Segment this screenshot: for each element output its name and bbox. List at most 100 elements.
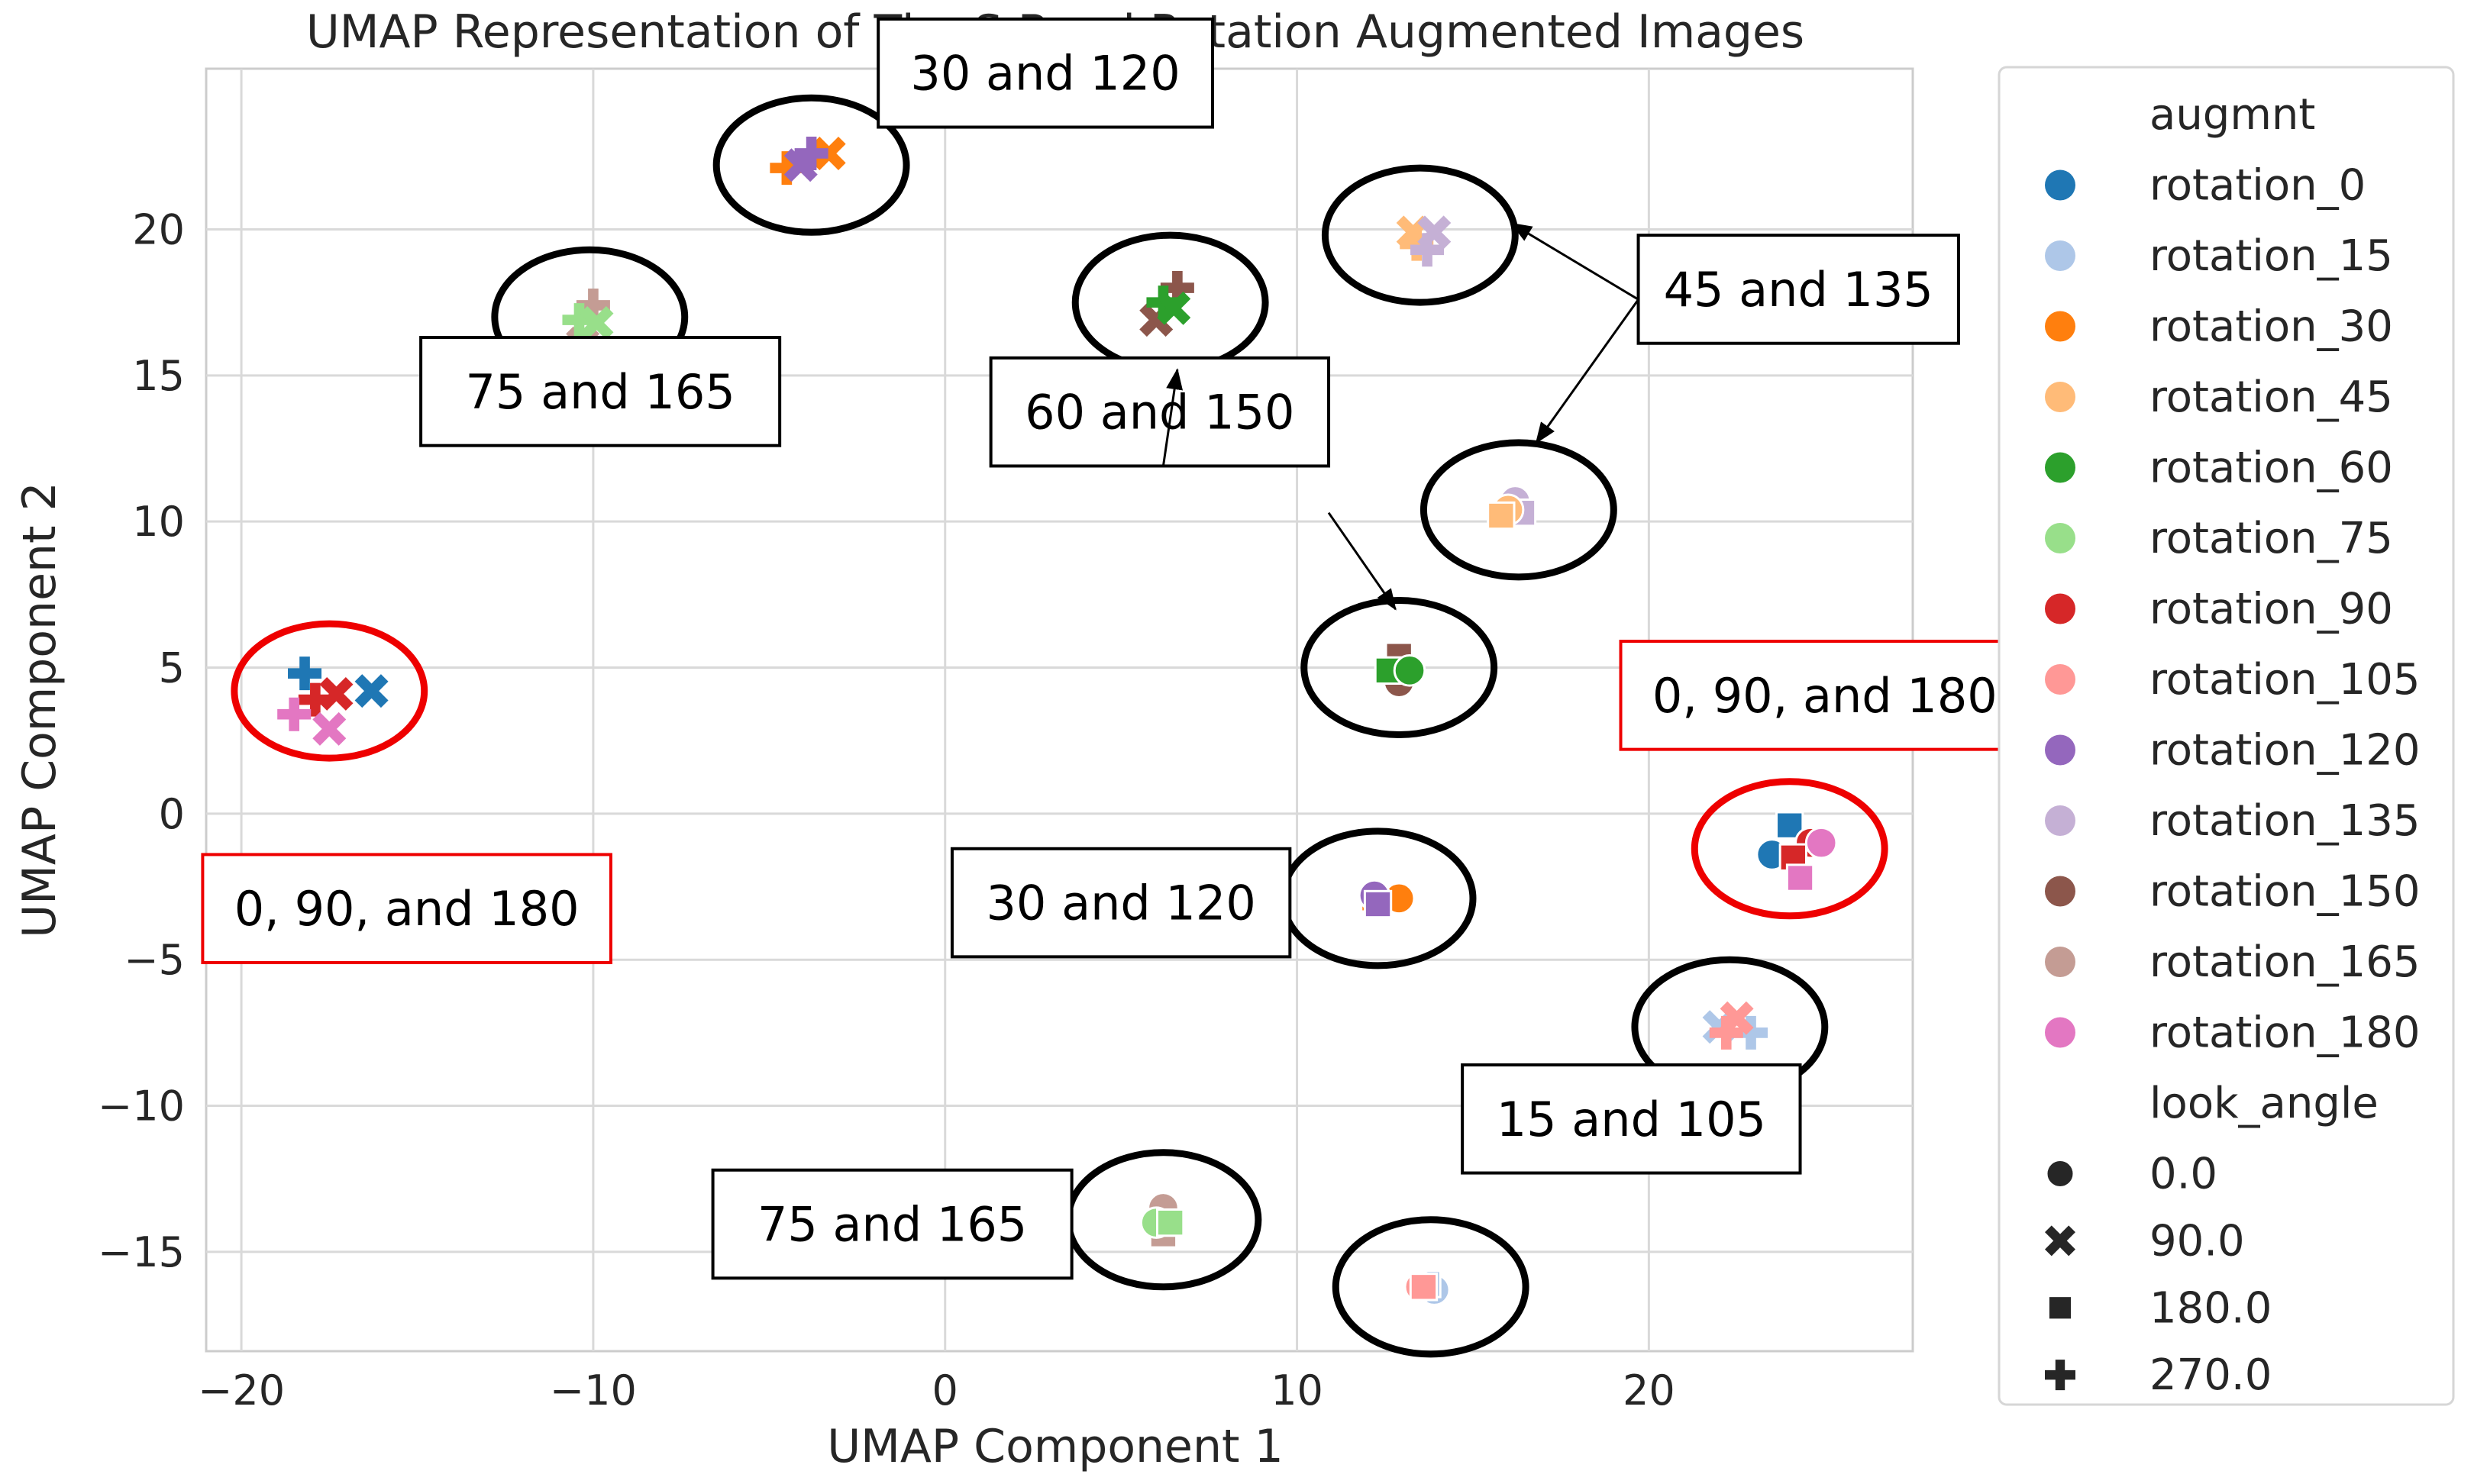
annotation-label: 0, 90, and 180	[1652, 668, 1998, 724]
x-stroke	[580, 305, 614, 340]
data-point-rotation_180-x	[312, 711, 347, 746]
x-stroke	[354, 674, 389, 708]
legend-swatch	[2045, 382, 2075, 412]
plus-stroke	[288, 657, 322, 691]
annotation-arrow	[1327, 511, 1397, 611]
x-stroke	[319, 676, 354, 711]
legend-label: rotation_165	[2149, 937, 2420, 987]
y-tick-label: 10	[132, 498, 185, 546]
annotation-ellipse	[1691, 778, 1888, 920]
legend-label: 180.0	[2149, 1283, 2272, 1333]
annotation-label: 45 and 135	[1664, 262, 1933, 318]
x-tick-label: −10	[550, 1366, 637, 1415]
annotation-box	[1636, 234, 1960, 345]
legend-marker-x	[2045, 1225, 2075, 1257]
legend-item-rotation-45: rotation_45	[2045, 373, 2393, 422]
legend-swatch	[2045, 734, 2075, 766]
legend-hue-title: augmnt	[2149, 90, 2315, 140]
x-stroke	[783, 148, 818, 182]
annotation-box	[201, 853, 612, 965]
legend-item-rotation-135: rotation_135	[2045, 796, 2420, 846]
legend-marker-plus	[2045, 1360, 2075, 1391]
y-tick-label: 20	[132, 205, 185, 253]
x-tick-label: 0	[932, 1366, 958, 1415]
x-axis-label: UMAP Component 1	[827, 1420, 1284, 1473]
annotation-arrow	[1535, 298, 1639, 444]
legend-item-look-angle: 270.0	[2045, 1350, 2272, 1400]
data-point-rotation_75-x	[580, 305, 614, 340]
legend-item-rotation-60: rotation_60	[2045, 444, 2393, 493]
y-tick-label: −15	[98, 1228, 185, 1276]
x-tick-label: 10	[1271, 1366, 1323, 1415]
data-point-rotation_120-square	[1363, 889, 1393, 919]
annotation-label: 75 and 165	[757, 1197, 1027, 1253]
annotation-ellipse	[1300, 596, 1498, 739]
x-stroke	[1157, 291, 1191, 325]
legend-item-look-angle: 0.0	[2045, 1150, 2217, 1199]
x-stroke	[1720, 1001, 1754, 1035]
annotation-label: 30 and 120	[910, 46, 1180, 102]
annotation-ellipse	[712, 94, 910, 236]
legend-item-rotation-75: rotation_75	[2045, 514, 2393, 563]
annotation-arrow	[1161, 368, 1184, 466]
y-tick-label: −10	[98, 1082, 185, 1131]
legend-label: rotation_60	[2149, 444, 2393, 493]
legend-label: rotation_135	[2149, 796, 2420, 846]
x-stroke	[1417, 215, 1452, 250]
annotation-box	[989, 356, 1331, 468]
legend-item-rotation-165: rotation_165	[2045, 937, 2420, 987]
legend-item-rotation-120: rotation_120	[2045, 726, 2420, 776]
annotation-ellipse	[231, 620, 428, 762]
legend-label: 90.0	[2149, 1216, 2245, 1266]
legend-swatch	[2045, 664, 2075, 695]
legend-item-rotation-180: rotation_180	[2045, 1008, 2420, 1058]
legend-swatch	[2045, 947, 2075, 977]
annotation-box	[877, 17, 1214, 129]
legend-item-look-angle: 90.0	[2045, 1216, 2245, 1266]
legend-label: rotation_180	[2149, 1008, 2420, 1058]
legend-item-rotation-105: rotation_105	[2045, 655, 2420, 705]
data-point-rotation_0-plus	[288, 657, 322, 691]
legend-label: rotation_150	[2149, 867, 2420, 917]
legend-item-rotation-90: rotation_90	[2045, 585, 2393, 634]
annotation-box	[1619, 640, 2031, 751]
data-point-rotation_180-plus	[277, 697, 312, 731]
data-point-rotation_135-x	[1417, 215, 1452, 250]
y-tick-label: −5	[124, 936, 185, 984]
data-point-rotation_90-x	[319, 676, 354, 711]
annotation-arrow	[1510, 222, 1639, 301]
legend-label: rotation_0	[2149, 161, 2366, 211]
legend-swatch	[2045, 240, 2075, 271]
y-axis-label: UMAP Component 2	[13, 482, 66, 938]
legend-label: rotation_45	[2149, 373, 2393, 422]
legend-label: 0.0	[2149, 1150, 2217, 1199]
annotation-label: 60 and 150	[1025, 385, 1294, 440]
data-point-rotation_120-x	[783, 148, 818, 182]
x-stroke	[2045, 1225, 2075, 1257]
legend-item-rotation-0: rotation_0	[2045, 161, 2366, 211]
data-point-rotation_105-square	[1409, 1273, 1439, 1302]
legend-label: rotation_105	[2149, 655, 2420, 705]
annotation-ellipse	[1419, 439, 1617, 581]
annotation-box	[950, 847, 1292, 959]
data-point-rotation_45-square	[1487, 501, 1516, 531]
legend-item-rotation-15: rotation_15	[2045, 231, 2393, 281]
annotation-ellipse	[1332, 1216, 1529, 1358]
legend-swatch	[2045, 593, 2075, 624]
legend-label: rotation_15	[2149, 231, 2393, 281]
x-tick-label: 20	[1623, 1366, 1675, 1415]
data-point-rotation_60-x	[1157, 291, 1191, 325]
data-point-rotation_60-circle	[1393, 654, 1426, 687]
legend-swatch	[2045, 876, 2075, 907]
data-point-rotation_0-x	[354, 674, 389, 708]
annotation-label: 0, 90, and 180	[234, 881, 580, 937]
annotation-label: 30 and 120	[986, 876, 1255, 931]
x-stroke	[312, 711, 347, 746]
legend-label: 270.0	[2149, 1350, 2272, 1400]
legend-label: rotation_90	[2149, 585, 2393, 634]
y-tick-label: 5	[159, 644, 185, 692]
x-tick-label: −20	[198, 1366, 285, 1415]
legend-swatch	[2045, 452, 2075, 483]
